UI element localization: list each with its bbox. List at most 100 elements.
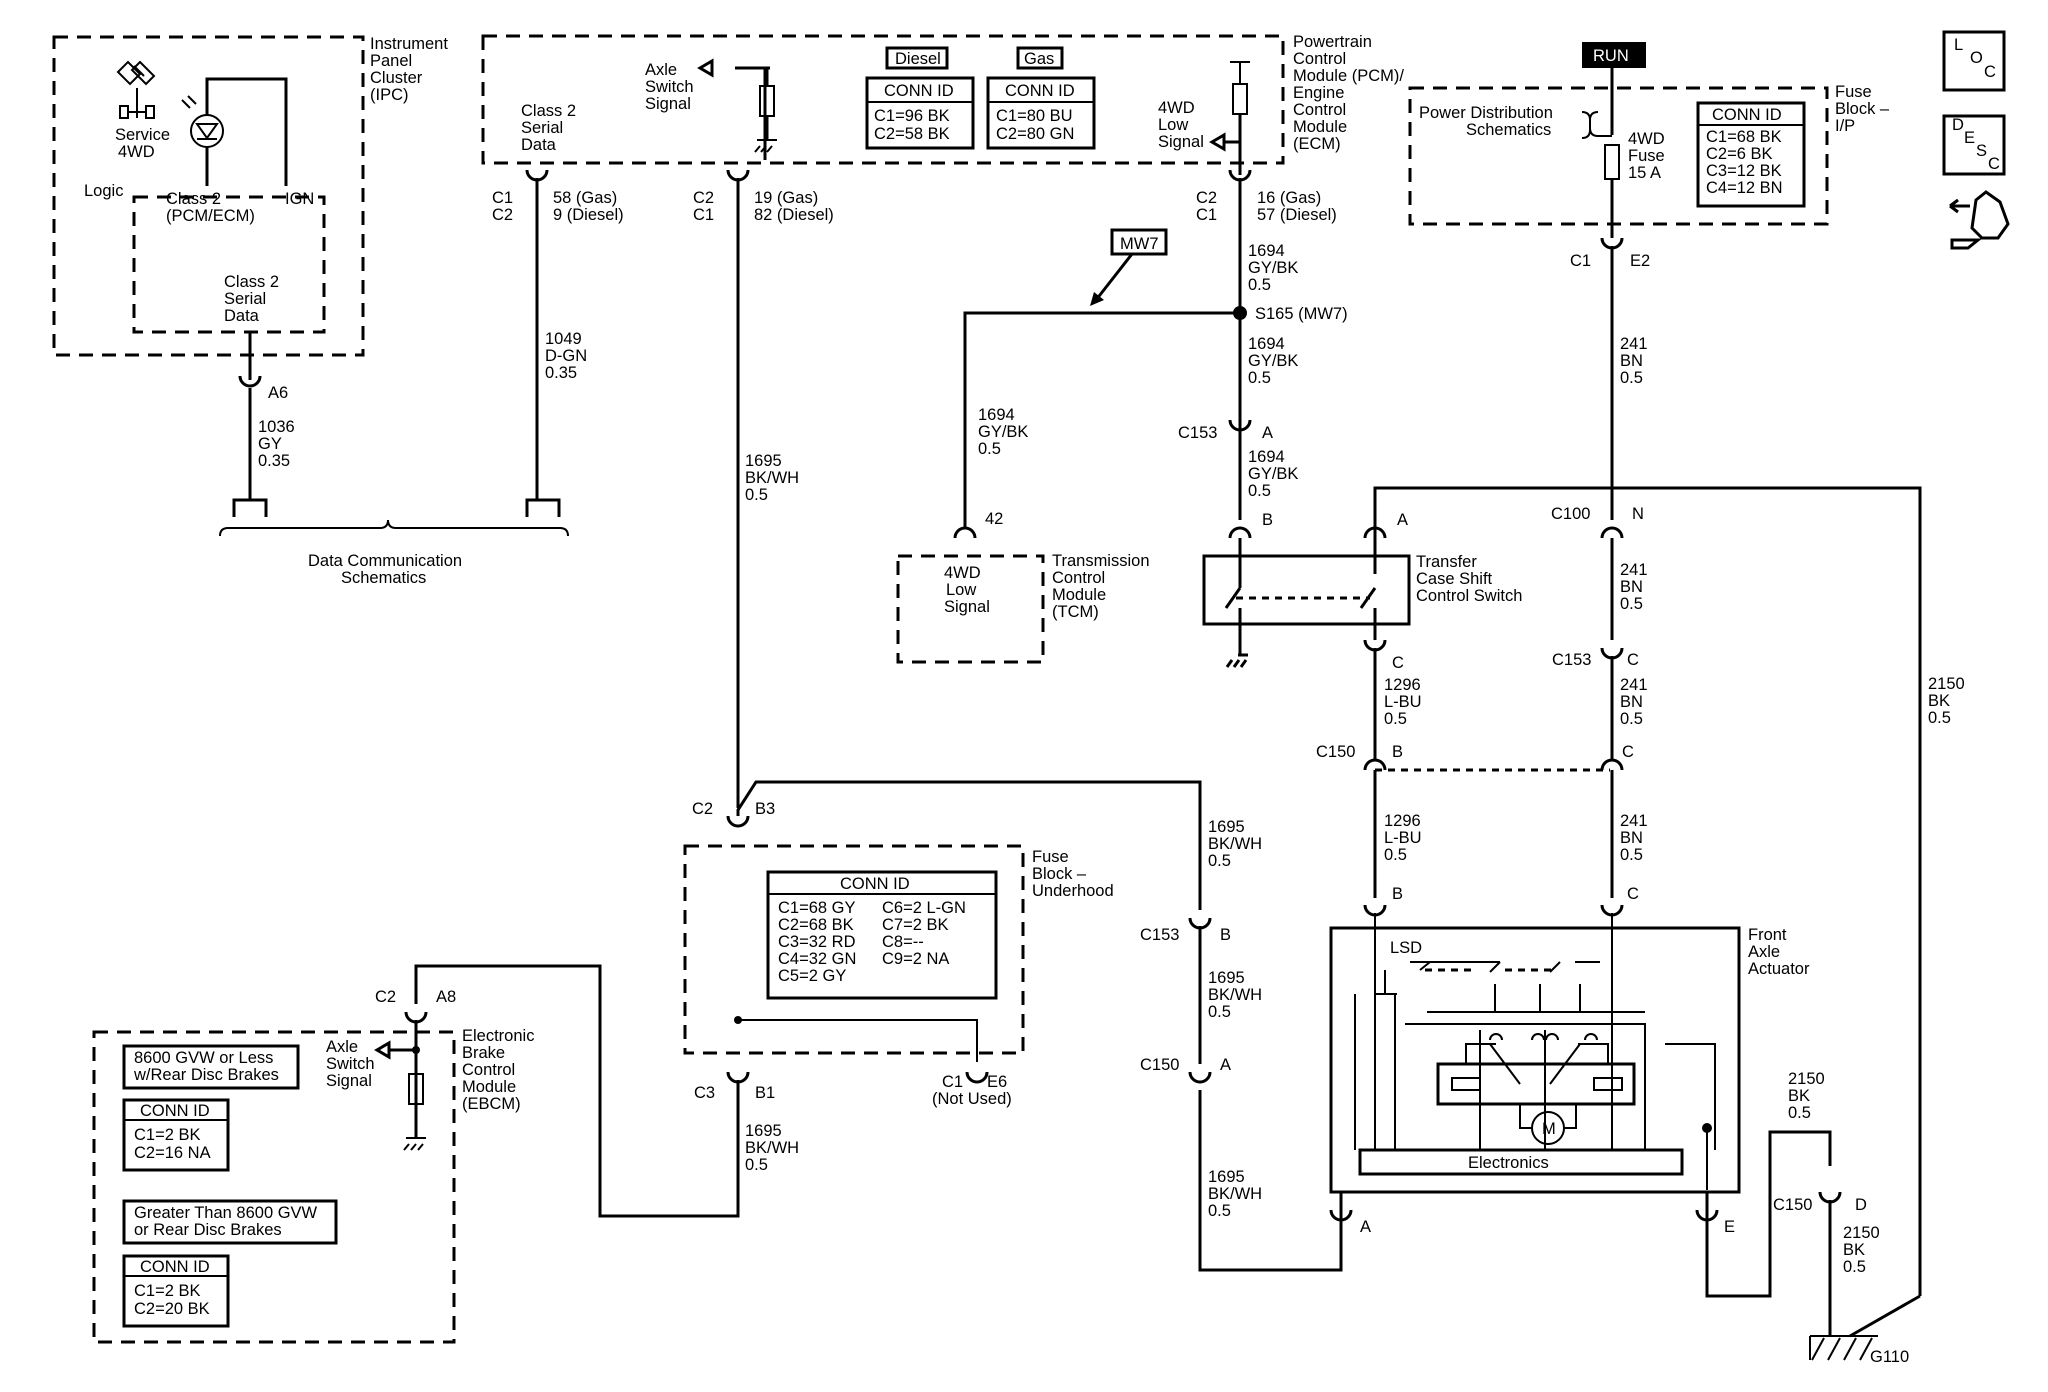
svg-text:C150: C150 (1316, 743, 1355, 761)
mw7-tag (1110, 228, 1168, 256)
svg-text:C150: C150 (1140, 1056, 1179, 1074)
svg-text:CONN ID: CONN ID (1712, 106, 1782, 124)
svg-text:C2: C2 (375, 988, 396, 1006)
g110-label: G110 (1870, 1348, 1909, 1366)
diesel-tag (885, 46, 949, 70)
svg-text:C3: C3 (694, 1084, 715, 1102)
navigation-hand-icon[interactable] (1949, 190, 2010, 250)
svg-text:C: C (1392, 654, 1404, 672)
svg-text:C1: C1 (1570, 252, 1591, 270)
svg-text:E6: E6 (987, 1073, 1007, 1091)
connector-fuse-uh-top (726, 815, 750, 828)
svg-text:C100: C100 (1551, 505, 1590, 523)
svg-text:C: C (1622, 743, 1634, 761)
run-label: RUN (1593, 47, 1629, 65)
front-axle-actuator (1329, 926, 1741, 1194)
svg-text:D: D (1855, 1196, 1867, 1214)
svg-text:C2: C2 (692, 800, 713, 818)
svg-text:LOC: LOC (1954, 36, 1996, 81)
svg-text:A: A (1360, 1218, 1371, 1236)
svg-text:CONN ID: CONN ID (840, 875, 910, 893)
svg-text:C: C (1627, 885, 1639, 903)
desc-button[interactable]: DESC (1942, 114, 2006, 176)
tcm-module (896, 554, 1045, 664)
connector-a6 (238, 375, 262, 388)
svg-text:42: 42 (985, 510, 1003, 528)
svg-text:C153: C153 (1140, 926, 1179, 944)
svg-text:C153: C153 (1178, 424, 1217, 442)
svg-text:16 (Gas)57 (Diesel): 16 (Gas)57 (Diesel) (1257, 189, 1337, 224)
svg-text:B3: B3 (755, 800, 775, 818)
svg-text:C: C (1627, 651, 1639, 669)
transfer-case-switch (1202, 554, 1411, 626)
ebcm-group2 (122, 1199, 338, 1245)
connector-c153-a (1228, 419, 1252, 432)
svg-text:LSD: LSD (1390, 939, 1422, 957)
svg-text:58 (Gas)9 (Diesel): 58 (Gas)9 (Diesel) (553, 189, 624, 224)
svg-text:C1: C1 (942, 1073, 963, 1091)
svg-text:CONN ID: CONN ID (140, 1258, 210, 1276)
diesel-conn-table (865, 76, 975, 150)
svg-text:A: A (1397, 511, 1408, 529)
svg-text:DESC: DESC (1952, 116, 2000, 173)
splice-label: S165 (MW7) (1255, 305, 1348, 323)
svg-text:(Not Used): (Not Used) (932, 1090, 1012, 1108)
mw7-label: MW7 (1120, 235, 1159, 253)
indicator-led-icon (181, 95, 224, 148)
ebcm-group2-conn-table (122, 1254, 230, 1328)
fuse-ip-conn-table (1696, 101, 1806, 208)
connector-tc-a (1363, 526, 1387, 539)
svg-text:B1: B1 (755, 1084, 775, 1102)
svg-text:E: E (1724, 1218, 1735, 1236)
motor-label: M (1542, 1120, 1556, 1138)
ign-label: IGN (285, 190, 314, 208)
fuse-block-ip (1408, 86, 1829, 226)
svg-text:19 (Gas)82 (Diesel): 19 (Gas)82 (Diesel) (754, 189, 834, 224)
diesel-label: Diesel (895, 50, 941, 68)
loc-button[interactable]: LOC (1942, 30, 2006, 92)
ground-g110-icon (1809, 1335, 1878, 1361)
svg-text:N: N (1632, 505, 1644, 523)
data-comm-brace (219, 519, 569, 537)
